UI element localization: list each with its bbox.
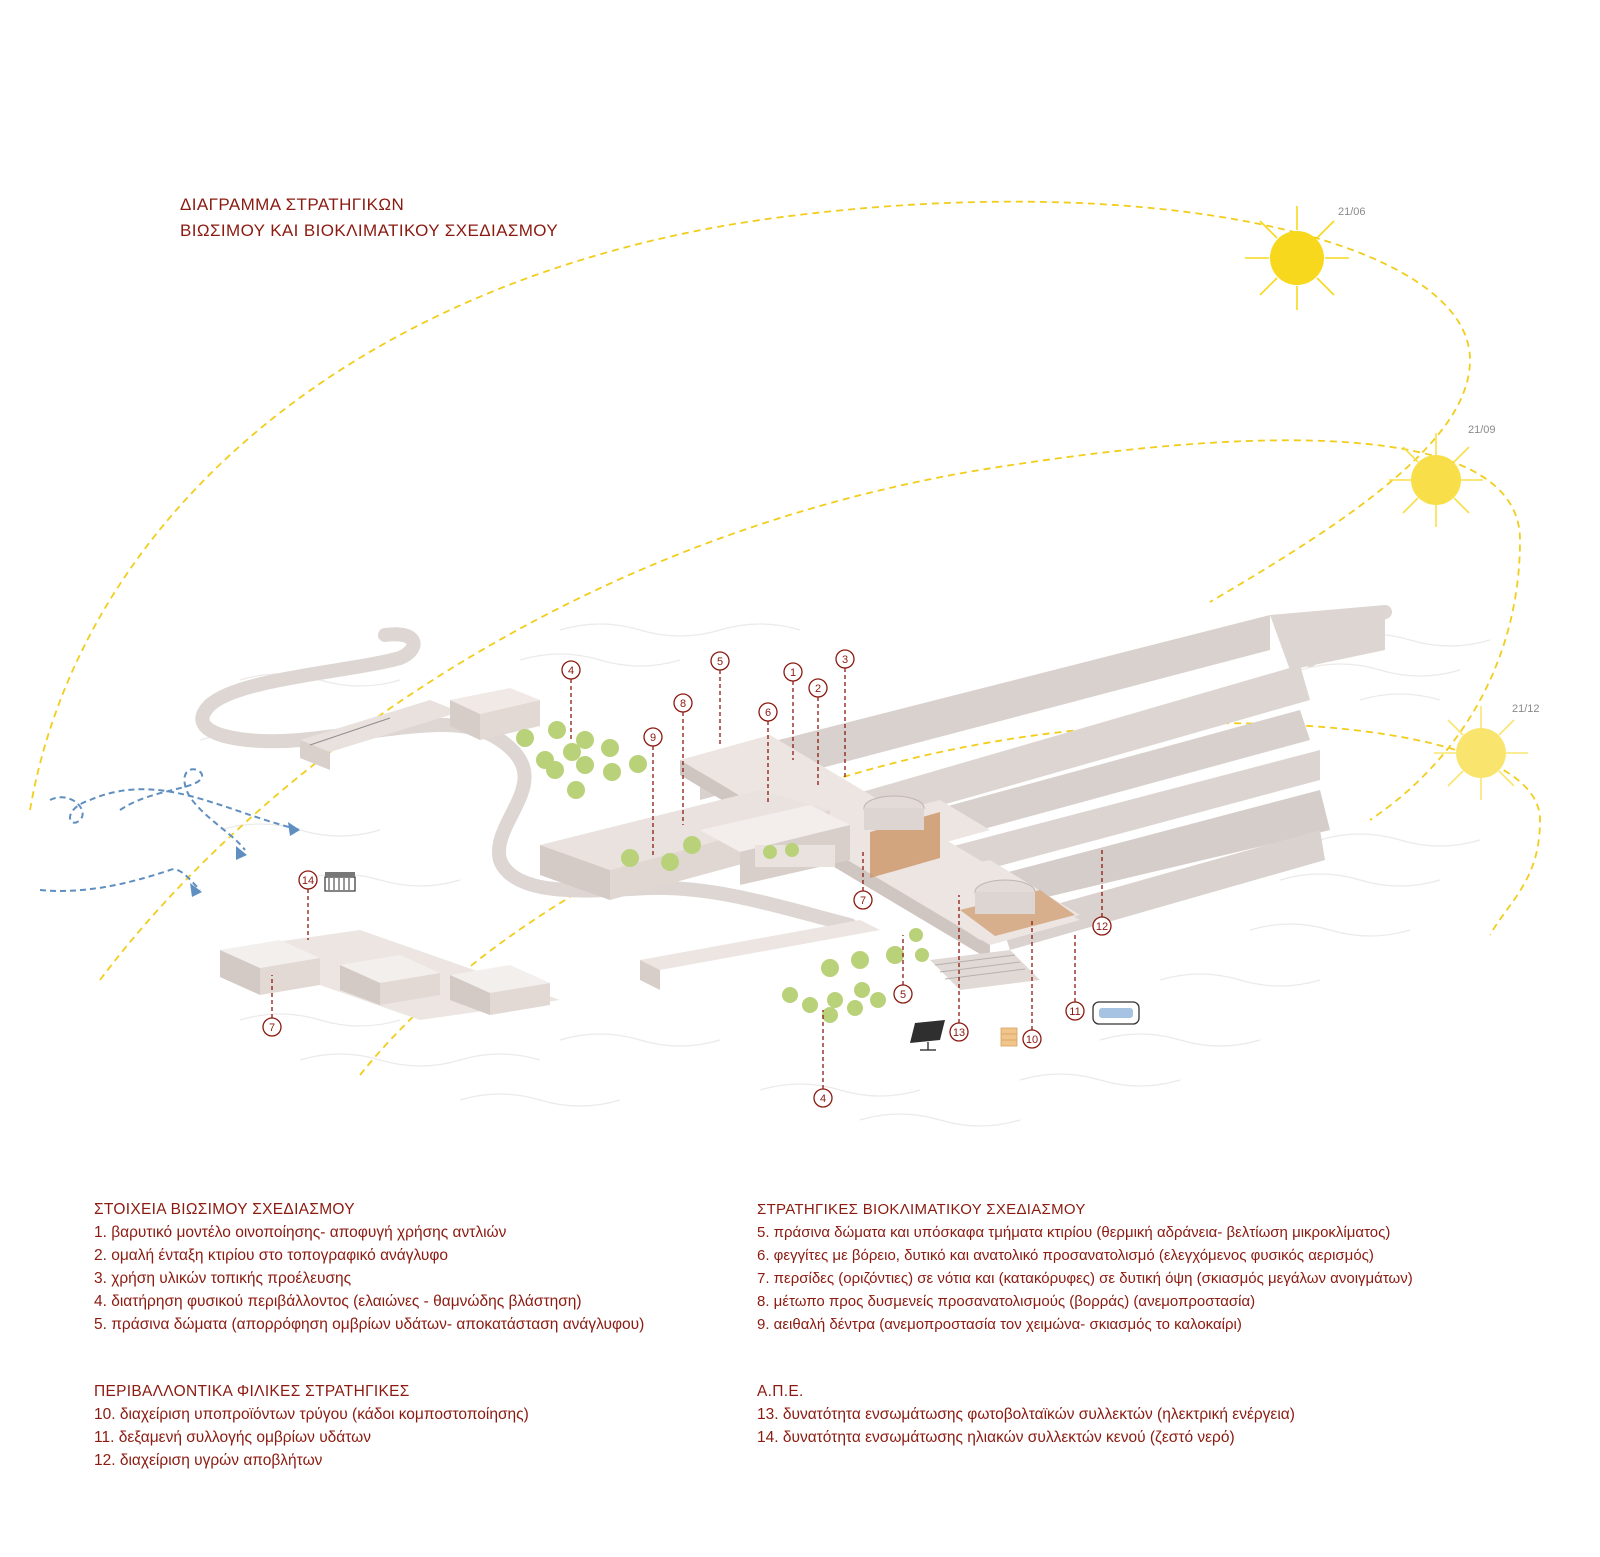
title-line-1: ΔΙΑΓΡΑΜΜΑ ΣΤΡΑΤΗΓΙΚΩΝ (180, 195, 405, 214)
sun-path-summer (29, 200, 1471, 811)
entrance-pavilion (300, 688, 540, 770)
sun-path-equinox (99, 439, 1521, 981)
callout-number: 11 (1069, 1006, 1080, 1018)
legend-item: 4. διατήρηση φυσικού περιβάλλοντος (ελαι… (94, 1293, 582, 1310)
legend-item: 14. δυνατότητα ενσωμάτωσης ηλιακών συλλε… (757, 1429, 1235, 1446)
callout-number: 7 (269, 1022, 275, 1034)
callout-marker (1092, 916, 1112, 936)
guest-units (220, 930, 560, 1020)
legend-item: 12. διαχείριση υγρών αποβλήτων (94, 1452, 323, 1469)
callout-marker (561, 660, 581, 680)
sun-date-summer: 21/06 (1338, 206, 1366, 218)
sun-date-winter: 21/12 (1512, 703, 1540, 715)
callout-marker (893, 984, 913, 1004)
callout-marker (808, 678, 828, 698)
wind-arrow-icon (39, 768, 301, 892)
winery-building (540, 735, 1080, 990)
callout-number: 7 (860, 895, 866, 907)
callout-number: 12 (1096, 921, 1108, 933)
callout-marker (1022, 1029, 1042, 1049)
callout-number: 1 (790, 667, 796, 679)
legend-bioclimatic: ΣΤΡΑΤΗΓΙΚΕΣ ΒΙΟΚΛΙΜΑΤΙΚΟΥ ΣΧΕΔΙΑΣΜΟΥ 5. … (757, 1198, 1413, 1336)
wind-arrowheads (190, 822, 300, 897)
callout-marker (262, 1017, 282, 1037)
legend-item: 3. χρήση υλικών τοπικής προέλευσης (94, 1270, 352, 1287)
callout-marker (813, 1088, 833, 1108)
legend-item: 10. διαχείριση υποπροϊόντων τρύγου (κάδο… (94, 1406, 529, 1423)
legend-item: 8. μέτωπο προς δυσμενείς προσανατολισμού… (757, 1293, 1256, 1310)
callout-number: 4 (820, 1093, 826, 1105)
sun-icon (1389, 433, 1483, 527)
callout-number: 9 (650, 732, 656, 744)
callout-marker (758, 702, 778, 722)
vineyard-terraces (700, 605, 1385, 950)
callout-marker (949, 1022, 969, 1042)
legend-renewables: Α.Π.Ε. 13. δυνατότητα ενσωμάτωσης φωτοβο… (757, 1380, 1295, 1449)
callout-marker (783, 662, 803, 682)
callout-number: 5 (900, 989, 906, 1001)
legend-item: 2. ομαλή ένταξη κτιρίου στο τοπογραφικό … (94, 1247, 449, 1264)
legend-item: 9. αειθαλή δέντρα (ανεμοπροστασία τον χε… (757, 1316, 1242, 1333)
callout-number: 6 (765, 707, 771, 719)
callout-number: 10 (1026, 1034, 1038, 1046)
sun-date-equinox: 21/09 (1468, 424, 1496, 436)
legend-sustainable: ΣΤΟΙΧΕΙΑ ΒΙΩΣΙΜΟΥ ΣΧΕΔΙΑΣΜΟΥ 1. βαρυτικό… (94, 1198, 644, 1336)
callout-marker (710, 651, 730, 671)
callout-number: 4 (568, 665, 574, 677)
legend-item: 5. πράσινα δώματα (απορρόφηση ομβρίων υδ… (94, 1316, 645, 1333)
callout-number: 5 (717, 656, 723, 668)
legend-item: 11. δεξαμενή συλλογής ομβρίων υδάτων (94, 1429, 372, 1446)
callout-marker (673, 693, 693, 713)
legend-item: 13. δυνατότητα ενσωμάτωσης φωτοβολταϊκών… (757, 1406, 1295, 1423)
legend-heading: Α.Π.Ε. (757, 1383, 804, 1400)
legend-item: 5. πράσινα δώματα και υπόσκαφα τμήματα κ… (757, 1224, 1391, 1241)
callout-number: 3 (842, 654, 848, 666)
solar-water-heater-icon (324, 872, 356, 892)
callout-number: 13 (953, 1027, 965, 1039)
title-line-2: ΒΙΩΣΙΜΟΥ ΚΑΙ ΒΙΟΚΛΙΜΑΤΙΚΟΥ ΣΧΕΔΙΑΣΜΟΥ (180, 221, 559, 240)
callout-marker (853, 890, 873, 910)
legend-item: 7. περσίδες (οριζόντιες) σε νότια και (κ… (757, 1270, 1413, 1287)
callout-marker (298, 870, 318, 890)
solar-panel-icon (910, 1020, 945, 1051)
sun-icon (1434, 706, 1528, 800)
diagram-title: ΔΙΑΓΡΑΜΜΑ ΣΤΡΑΤΗΓΙΚΩΝ ΒΙΩΣΙΜΟΥ ΚΑΙ ΒΙΟΚΛ… (180, 192, 558, 244)
legend-heading: ΠΕΡΙΒΑΛΛΟΝΤΙΚΑ ΦΙΛΙΚΕΣ ΣΤΡΑΤΗΓΙΚΕΣ (94, 1383, 410, 1400)
callout-number: 2 (815, 683, 821, 695)
legend-environmental: ΠΕΡΙΒΑΛΛΟΝΤΙΚΑ ΦΙΛΙΚΕΣ ΣΤΡΑΤΗΓΙΚΕΣ 10. δ… (94, 1380, 529, 1472)
callout-marker (835, 649, 855, 669)
sun-icon (1245, 206, 1349, 310)
olive-tree-icon (516, 721, 929, 1023)
callout-marker (1065, 1001, 1085, 1021)
legend-heading: ΣΤΟΙΧΕΙΑ ΒΙΩΣΙΜΟΥ ΣΧΕΔΙΑΣΜΟΥ (94, 1201, 355, 1218)
callout-number: 8 (680, 698, 686, 710)
terrain-contours (199, 623, 1491, 1127)
legend-heading: ΣΤΡΑΤΗΓΙΚΕΣ ΒΙΟΚΛΙΜΑΤΙΚΟΥ ΣΧΕΔΙΑΣΜΟΥ (757, 1201, 1086, 1218)
legend-item: 6. φεγγίτες με βόρειο, δυτικό και ανατολ… (757, 1247, 1374, 1264)
callout-number: 14 (302, 875, 314, 887)
water-tank-icon (1092, 1001, 1140, 1025)
legend-item: 1. βαρυτικό μοντέλο οινοποίησης- αποφυγή… (94, 1224, 507, 1241)
callout-marker (643, 727, 663, 747)
compost-bin-icon (1000, 1027, 1018, 1047)
